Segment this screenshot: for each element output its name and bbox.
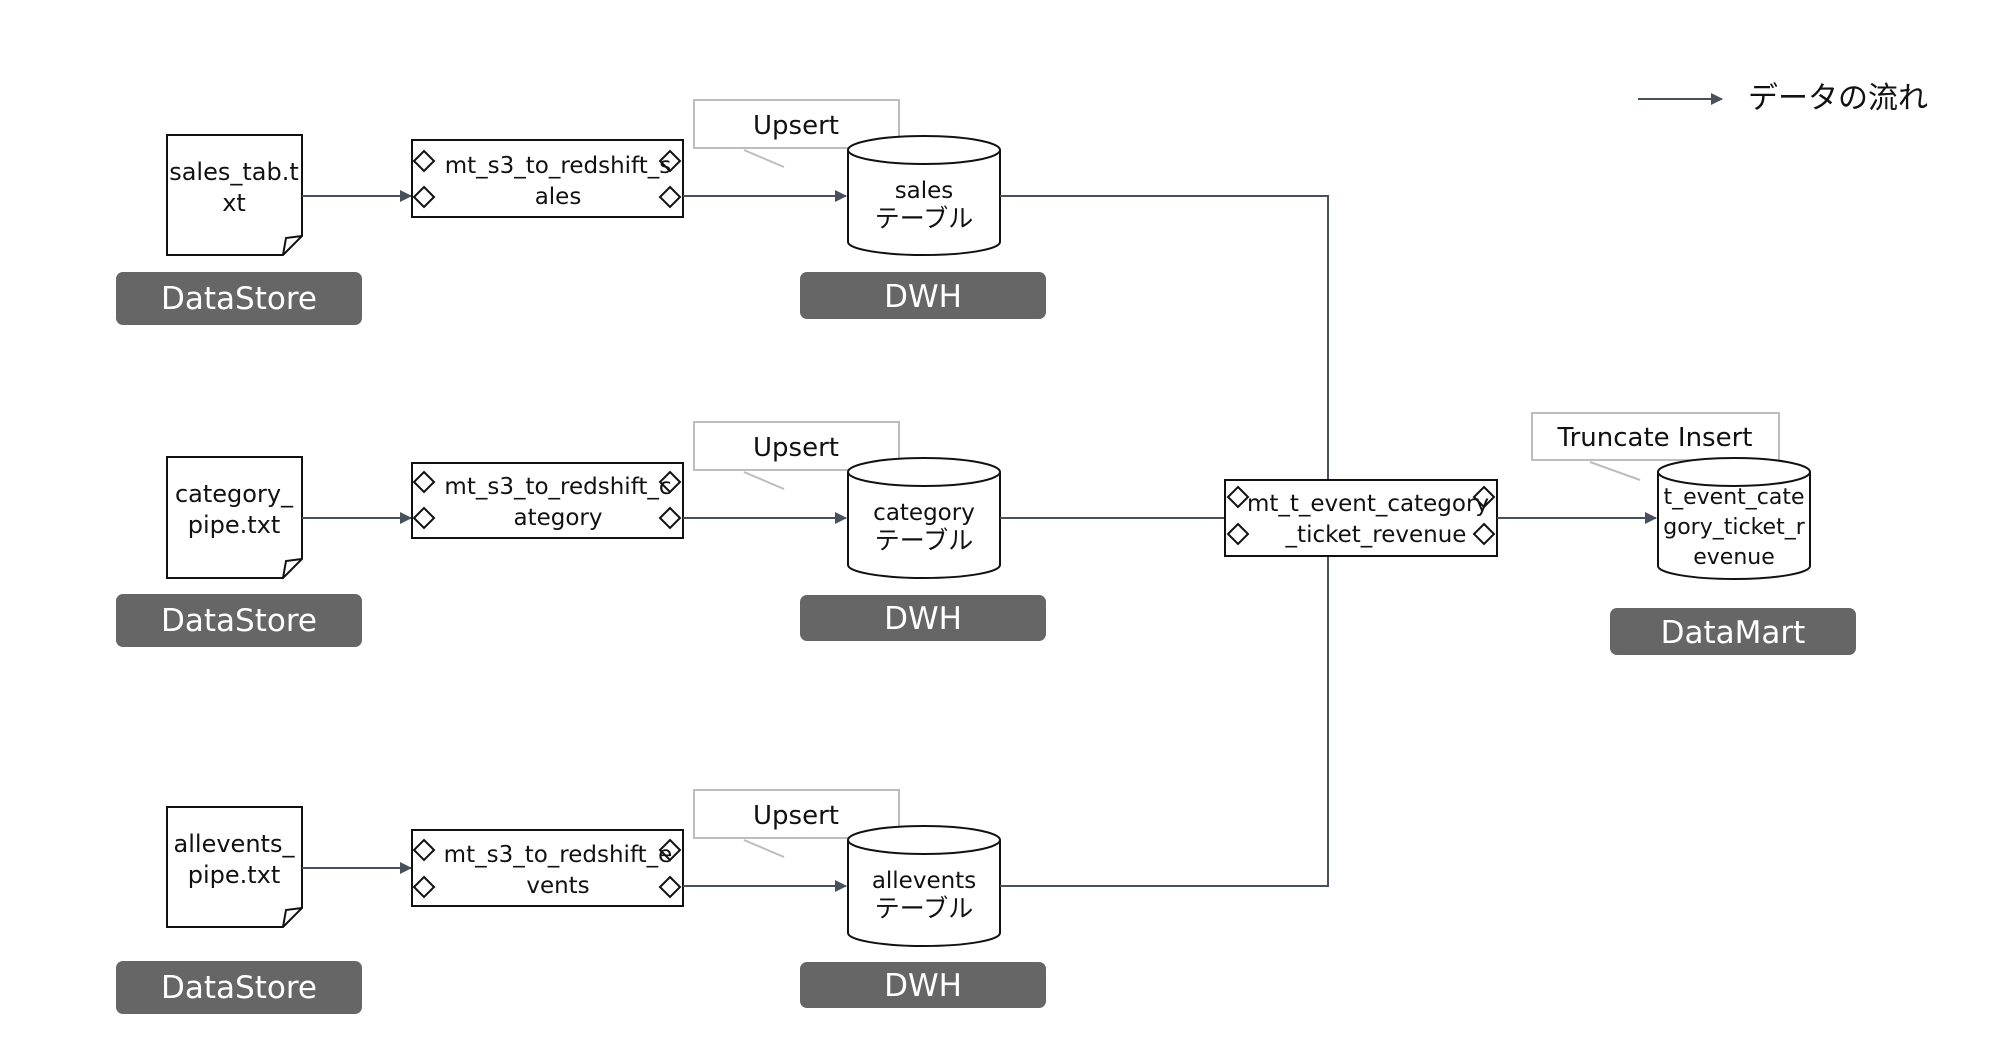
table-name-line: テーブル (875, 526, 974, 555)
table-name-line: テーブル (875, 894, 974, 923)
etl-job-box: mt_s3_to_redshift_c ategory (411, 462, 684, 539)
note-label: Upsert (753, 111, 839, 141)
etl-job-name-line: ategory (513, 505, 602, 531)
table-name-line: sales (895, 178, 954, 204)
datamart-table-name-line: t_event_cate (1663, 485, 1804, 510)
port-diamond-icon (658, 506, 682, 530)
etl-job-name-line: mt_s3_to_redshift_e (444, 842, 673, 868)
etl-job-name-line: mt_s3_to_redshift_s (445, 153, 671, 179)
datamart-note-callout: Truncate Insert (1531, 412, 1780, 481)
note-label: Upsert (753, 801, 839, 831)
port-diamond-icon (412, 470, 436, 494)
port-diamond-icon (658, 838, 682, 862)
table-name-line: テーブル (875, 204, 974, 233)
etl-job-name-line: mt_s3_to_redshift_c (444, 474, 671, 500)
connector-line (1000, 195, 1329, 480)
datastore-badge: DataStore (116, 594, 362, 647)
port-diamond-icon (412, 506, 436, 530)
port-diamond-icon (658, 149, 682, 173)
port-diamond-icon (412, 185, 436, 209)
note-label: Upsert (753, 433, 839, 463)
legend-label: データの流れ (1748, 81, 1928, 116)
file-name-line: xt (222, 189, 246, 217)
datamart-table-name-line: evenue (1693, 545, 1775, 570)
file-name-line: allevents_ (174, 830, 296, 858)
file-name-line: sales_tab.t (169, 158, 299, 186)
port-diamond-icon (412, 838, 436, 862)
port-diamond-icon (412, 875, 436, 899)
etl-job-name-line: vents (526, 873, 589, 899)
datastore-badge: DataStore (116, 272, 362, 325)
port-diamond-icon (1472, 485, 1496, 509)
datastore-badge: DataStore (116, 961, 362, 1014)
datamart-cylinder-icon: t_event_cate gory_ticket_r evenue (1657, 457, 1811, 580)
flow-row-allevents: allevents_ pipe.txt DataStore mt_s3_to_r… (116, 789, 1046, 1014)
source-file: sales_tab.t xt (166, 134, 303, 256)
datamart-note-label: Truncate Insert (1557, 423, 1753, 453)
file-name-line: category_ (175, 480, 294, 508)
file-name-line: pipe.txt (188, 861, 281, 889)
port-diamond-icon (658, 875, 682, 899)
dwh-badge-label: DWH (884, 601, 962, 637)
flow-row-category: category_ pipe.txt DataStore mt_s3_to_re… (116, 421, 1046, 647)
table-name-line: allevents (872, 868, 976, 894)
dwh-badge: DWH (800, 272, 1046, 319)
etl-job-box: mt_s3_to_redshift_s ales (411, 139, 684, 218)
dwh-badge-label: DWH (884, 968, 962, 1004)
table-name-line: category (873, 500, 975, 526)
file-corner-fold (282, 558, 303, 579)
dwh-badge: DWH (800, 962, 1046, 1008)
file-corner-fold (282, 907, 303, 928)
datastore-badge-label: DataStore (161, 970, 317, 1006)
aggregate-job-name-line: mt_t_event_category (1247, 491, 1489, 517)
port-diamond-icon (1226, 522, 1250, 546)
source-file: category_ pipe.txt (166, 456, 303, 579)
file-corner-fold (282, 235, 303, 256)
port-diamond-icon (658, 185, 682, 209)
note-callout: Upsert (693, 789, 900, 858)
merge-connectors (1000, 195, 1329, 887)
connector-line (1000, 556, 1329, 887)
dwh-badge: DWH (800, 595, 1046, 641)
aggregate-job-box: mt_t_event_category _ticket_revenue (1224, 479, 1498, 557)
file-icon (166, 456, 303, 579)
file-name-line: pipe.txt (188, 511, 281, 539)
port-diamond-icon (1472, 522, 1496, 546)
etl-job-box: mt_s3_to_redshift_e vents (411, 829, 684, 907)
file-icon (166, 134, 303, 256)
datamart-badge-label: DataMart (1661, 615, 1806, 651)
port-diamond-icon (412, 149, 436, 173)
database-cylinder-icon: allevents テーブル (847, 825, 1001, 947)
dwh-badge-label: DWH (884, 279, 962, 315)
aggregate-job-name-line: _ticket_revenue (1285, 522, 1467, 548)
datamart-badge: DataMart (1610, 608, 1856, 655)
port-diamond-icon (1226, 485, 1250, 509)
etl-job-name-line: ales (535, 184, 582, 210)
file-icon (166, 806, 303, 928)
datastore-badge-label: DataStore (161, 281, 317, 317)
legend: データの流れ (1638, 81, 1928, 116)
note-callout: Upsert (693, 421, 900, 490)
datamart-table-name-line: gory_ticket_r (1663, 515, 1805, 540)
datastore-badge-label: DataStore (161, 603, 317, 639)
note-callout: Upsert (693, 99, 900, 168)
database-cylinder-icon: category テーブル (847, 457, 1001, 579)
flow-row-sales: sales_tab.t xt DataStore mt_s3_to_redshi… (116, 99, 1046, 325)
source-file: allevents_ pipe.txt (166, 806, 303, 928)
database-cylinder-icon: sales テーブル (847, 135, 1001, 256)
port-diamond-icon (658, 470, 682, 494)
